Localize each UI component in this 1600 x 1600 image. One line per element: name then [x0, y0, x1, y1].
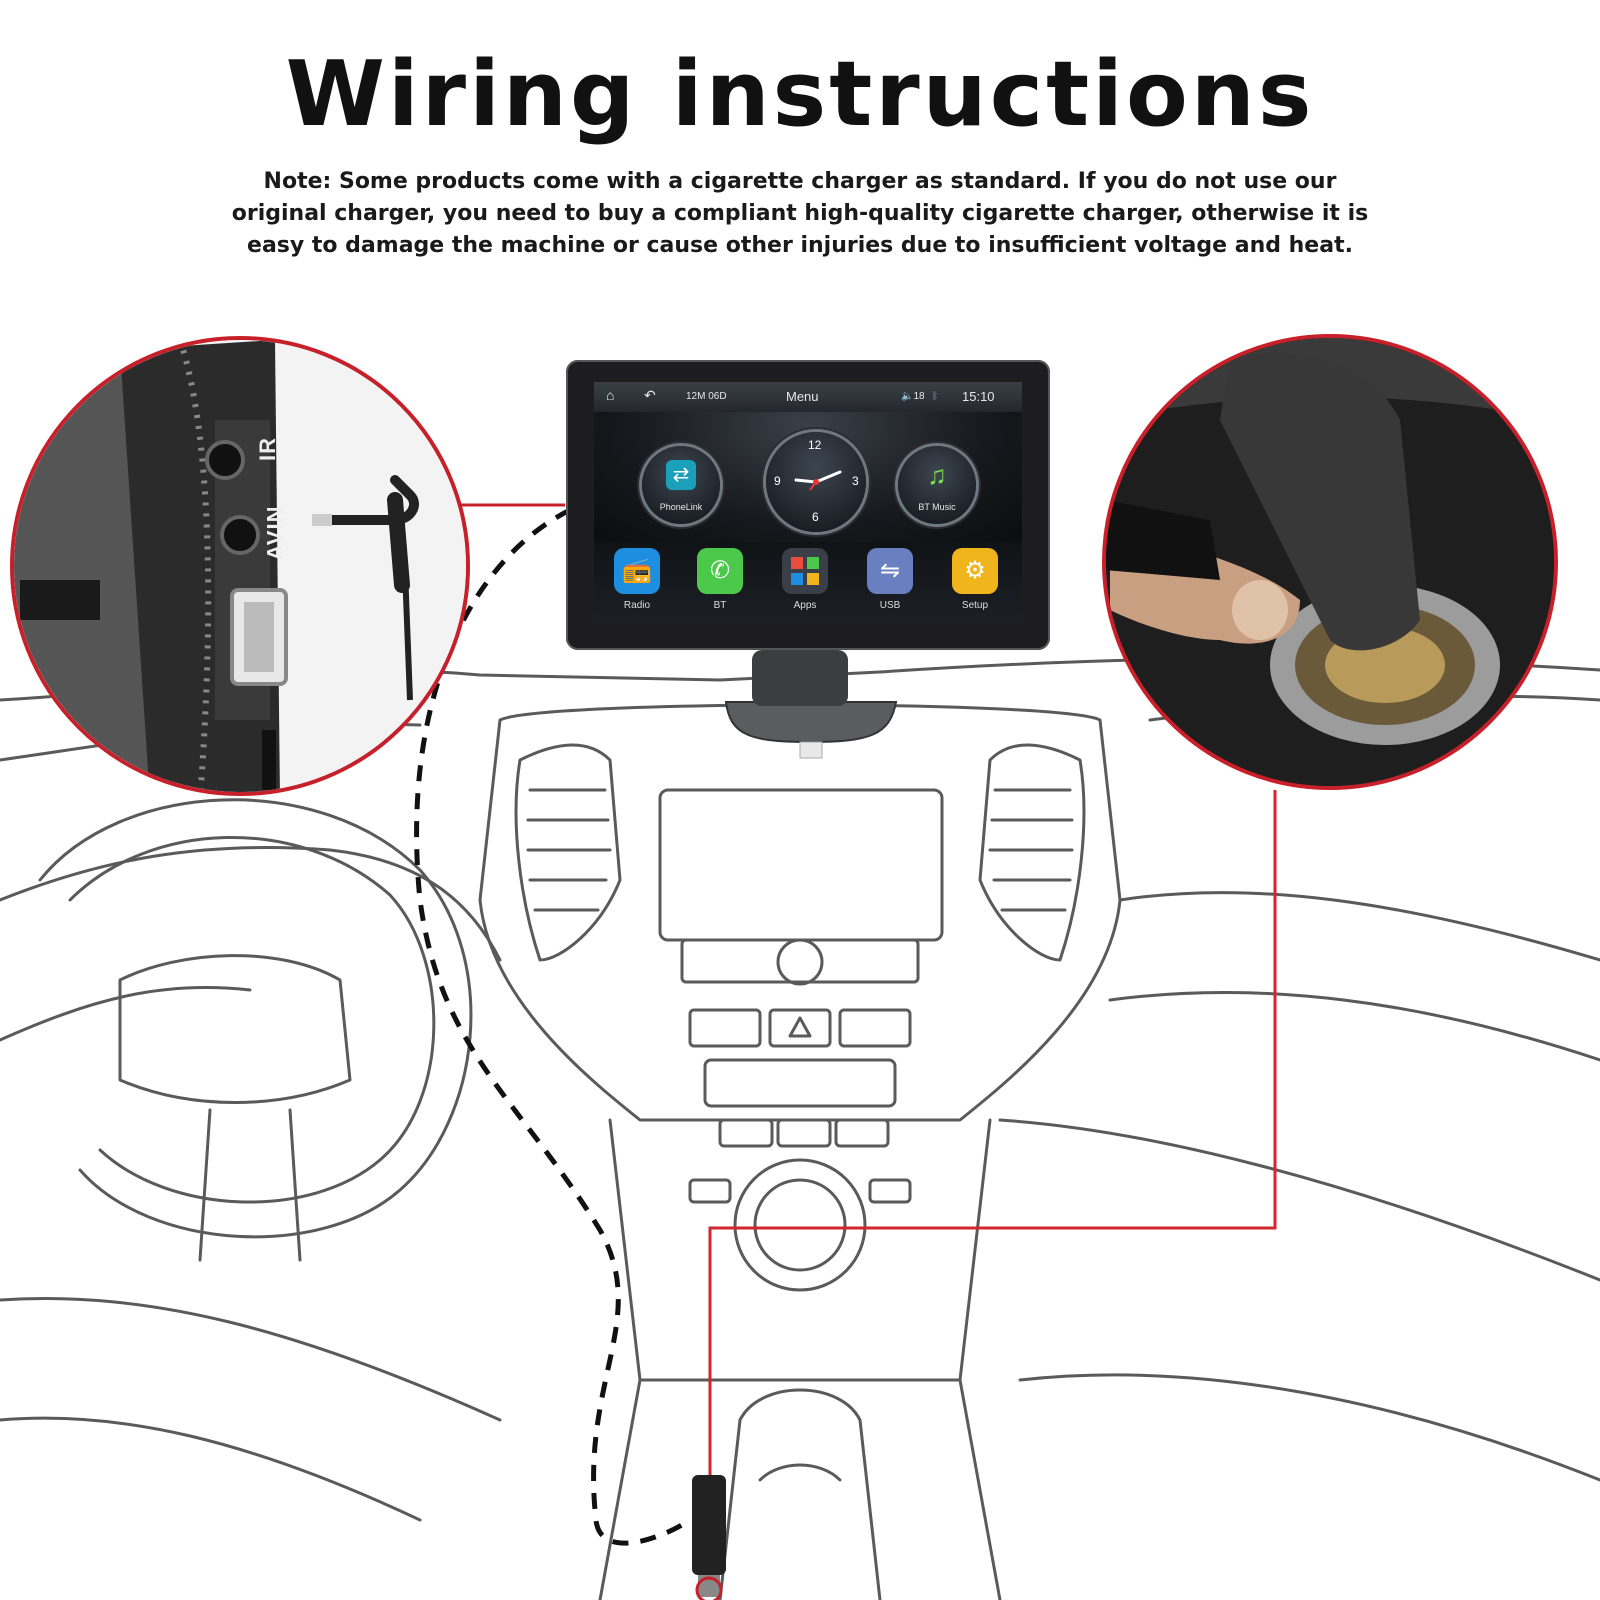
ir-port-label: IR: [255, 437, 280, 461]
head-unit-device: ⌂ ↶ 12M 06D Menu 🔈18 ᛒ 15:10 ⇄ PhoneLink…: [566, 360, 1050, 650]
home-icon[interactable]: ⌂: [606, 387, 615, 403]
volume-indicator[interactable]: 🔈18: [901, 391, 925, 402]
head-unit-screen: ⌂ ↶ 12M 06D Menu 🔈18 ᛒ 15:10 ⇄ PhoneLink…: [594, 382, 1022, 622]
center-console: [478, 703, 1122, 1122]
phonelink-widget[interactable]: ⇄ PhoneLink: [642, 446, 720, 524]
app-radio[interactable]: 📻 Radio: [602, 548, 672, 611]
app-apps[interactable]: Apps: [770, 548, 840, 611]
app-label: Apps: [793, 600, 817, 611]
music-note-icon: ♫: [927, 460, 947, 490]
port-closeup-callout: [10, 336, 470, 796]
clock-number-6: 6: [812, 510, 819, 524]
status-time: 15:10: [962, 389, 995, 404]
bt-music-widget[interactable]: ♫ BT Music: [898, 446, 976, 524]
usb-icon: ⇋: [867, 548, 913, 594]
home-dashboard: ⇄ PhoneLink 12 3 6 9 ♫: [594, 412, 1022, 542]
app-setup[interactable]: ⚙ Setup: [940, 548, 1010, 611]
app-dock: 📻 Radio ✆ BT Apps: [594, 542, 1022, 622]
clock-widget: 12 3 6 9: [766, 432, 866, 532]
volume-value: 18: [913, 391, 925, 402]
clock-number-12: 12: [808, 438, 822, 452]
app-label: Radio: [623, 600, 651, 611]
device-cable: [414, 507, 692, 1546]
power-line: [708, 790, 1277, 1585]
radio-icon: 📻: [614, 548, 660, 594]
clock-number-9: 9: [774, 474, 781, 488]
back-icon[interactable]: ↶: [644, 387, 656, 403]
clock-hands: [794, 470, 842, 491]
page-title: Wiring instructions: [285, 42, 1315, 147]
status-date: 12M 06D: [686, 391, 727, 402]
app-label: Setup: [961, 600, 989, 611]
gear-icon: ⚙: [952, 548, 998, 594]
clock-number-3: 3: [852, 474, 859, 488]
status-title: Menu: [786, 389, 819, 404]
cigarette-plug: [692, 1475, 726, 1600]
suction-mount: [724, 650, 898, 759]
phonelink-label: PhoneLink: [659, 502, 703, 512]
bt-music-label: BT Music: [918, 502, 956, 512]
phone-icon: ✆: [697, 548, 743, 594]
app-label: BT: [713, 600, 727, 611]
note-text: Note: Some products come with a cigarett…: [231, 169, 1369, 258]
status-bar: ⌂ ↶ 12M 06D Menu 🔈18 ᛒ 15:10: [594, 382, 1022, 412]
apps-grid-icon: [782, 548, 828, 594]
bluetooth-icon: ᛒ: [932, 391, 938, 402]
app-label: USB: [879, 600, 901, 611]
avin-port-label: AVIN: [262, 505, 288, 561]
app-bt[interactable]: ✆ BT: [685, 548, 755, 611]
steering-wheel: [38, 798, 473, 1239]
app-usb[interactable]: ⇋ USB: [855, 548, 925, 611]
phonelink-icon: ⇄: [666, 460, 696, 490]
socket-closeup-callout: [1102, 334, 1558, 790]
